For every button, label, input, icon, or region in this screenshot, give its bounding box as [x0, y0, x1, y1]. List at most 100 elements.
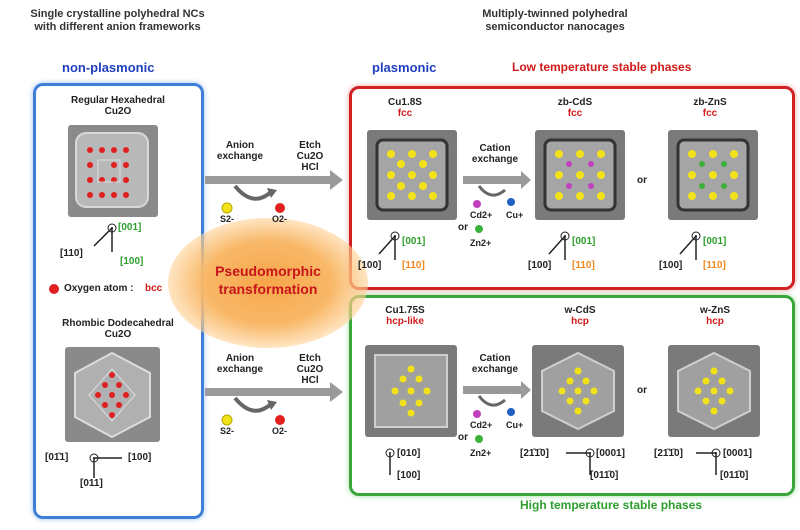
cation-arrow-top — [463, 171, 531, 208]
rd-title-line1: Rhombic Dodecahedral — [62, 318, 174, 329]
cu18s-image — [367, 130, 457, 220]
hex-axis-100: [100] — [120, 256, 144, 267]
etch-label-bottom: Etch — [299, 353, 321, 364]
wzns-phase: hcp — [706, 316, 724, 327]
right-header-line2: semiconductor nanocages — [485, 21, 625, 33]
wcds-drawing — [541, 351, 615, 431]
s2-bottom: S2- — [220, 426, 235, 436]
cd-top: Cd2+ — [470, 210, 493, 220]
zbzns-phase: fcc — [702, 108, 718, 119]
cu18s-drawing — [375, 138, 449, 212]
cu18s-label: Cu1.8S fcc — [370, 97, 440, 119]
pseudomorphic-line2: transformation — [218, 281, 318, 297]
wzns-axis-0001: [0001] — [723, 448, 752, 459]
cu18s-axes — [378, 231, 400, 260]
cu175s-axis-100: [100] — [397, 470, 421, 481]
zn-bottom-icon — [475, 435, 483, 443]
wcds-axis-0001: [0001] — [596, 448, 625, 459]
anion-label-bottom: Anion — [225, 353, 255, 364]
cu18s-axis-110: [110] — [402, 260, 425, 271]
low-temp-panel — [349, 86, 795, 290]
zbcds-formula: zb-CdS — [557, 97, 593, 108]
zbcds-label: zb-CdS fcc — [540, 97, 610, 119]
rd-cu2o-drawing — [74, 351, 151, 439]
hex-title-line1: Regular Hexahedral — [71, 95, 165, 106]
wzns-axis-2m1m10: [21̄1̄0] — [654, 448, 683, 459]
wzns-axis-01m10: [011̄0] — [720, 470, 749, 481]
zn-top: Zn2+ — [470, 238, 492, 248]
left-header-line2: with different anion frameworks — [34, 21, 201, 33]
hcl-label-bottom: HCl — [301, 375, 319, 386]
wzns-drawing — [677, 351, 751, 431]
zbzns-axis-110: [110] — [703, 260, 726, 271]
zbcds-image — [535, 130, 625, 220]
zbzns-label: zb-ZnS fcc — [675, 97, 745, 119]
left-header-line1: Single crystalline polyhedral NCs — [30, 8, 205, 20]
cation-exchange-bottom: Cation exchange — [460, 353, 530, 375]
low-temp-label: Low temperature stable phases — [512, 60, 692, 74]
zn-top-icon — [475, 225, 483, 233]
o2-top: O2- — [272, 214, 288, 224]
or-top-b: or — [637, 175, 647, 186]
hex-axis-001: [001] — [118, 222, 142, 233]
zbcds-axes — [548, 231, 570, 260]
anion-exchange-bottom: Anion exchange — [205, 353, 275, 375]
cu175s-phase: hcp-like — [386, 316, 424, 327]
cu175s-label: Cu1.75S hcp-like — [365, 305, 445, 327]
zbzns-formula: zb-ZnS — [693, 97, 727, 108]
exchange-label-bottom: exchange — [216, 364, 264, 375]
oxygen-legend-label: Oxygen atom : — [64, 283, 134, 294]
zbzns-drawing — [676, 138, 750, 212]
o2-bottom: O2- — [272, 426, 288, 436]
zn-bottom: Zn2+ — [470, 448, 492, 458]
zbzns-axes — [679, 231, 701, 260]
or-top-a: or — [458, 222, 468, 233]
zbcds-axis-001: [001] — [572, 236, 596, 247]
zbzns-axis-001: [001] — [703, 236, 727, 247]
cu2o-label-bottom: Cu2O — [296, 364, 324, 375]
cd-bottom: Cd2+ — [470, 420, 493, 430]
wzns-image — [668, 345, 760, 437]
hcl-label-top: HCl — [301, 162, 319, 173]
cu2o-label-top: Cu2O — [296, 151, 324, 162]
zbzns-image — [668, 130, 758, 220]
cu-bottom: Cu+ — [506, 420, 524, 430]
non-plasmonic-label: non-plasmonic — [62, 60, 155, 75]
cu175s-drawing — [374, 354, 448, 428]
zbzns-axis-100: [100] — [659, 260, 683, 271]
rd-axis-011: [011] — [80, 478, 103, 489]
cu175s-axis-010: [010] — [397, 448, 421, 459]
cation-exchange-label-bottom: exchange — [471, 364, 519, 375]
high-temp-panel — [349, 295, 795, 496]
anion-label-top: Anion — [225, 140, 255, 151]
etch-bottom: Etch Cu2O HCl — [285, 353, 335, 386]
or-bottom-b: or — [637, 385, 647, 396]
cation-exchange-top: Cation exchange — [460, 143, 530, 165]
cation-arrow-bottom — [463, 381, 531, 418]
hex-title: Regular Hexahedral Cu2O — [48, 95, 188, 117]
high-temp-label: High temperature stable phases — [520, 498, 703, 512]
rd-axes-arrows — [89, 453, 122, 478]
rd-axis-0m11: [01̄1] — [45, 452, 69, 463]
etch-top: Etch Cu2O HCl — [285, 140, 335, 173]
cu-top: Cu+ — [506, 210, 524, 220]
oxygen-atom-icon — [49, 284, 59, 294]
cu18s-axis-001: [001] — [402, 236, 426, 247]
anion-exchange-top: Anion exchange — [205, 140, 275, 162]
cu175s-image — [365, 345, 457, 437]
pseudomorphic-glow — [168, 218, 368, 348]
cu175s-axes — [385, 448, 395, 475]
wcds-image — [532, 345, 624, 437]
wzns-label: w-ZnS hcp — [680, 305, 750, 327]
wcds-axes — [566, 448, 595, 475]
exchange-label-top: exchange — [216, 151, 264, 162]
right-header: Multiply-twinned polyhedral semiconducto… — [440, 8, 670, 34]
zbcds-drawing — [543, 138, 617, 212]
etch-label-top: Etch — [299, 140, 321, 151]
hex-axis-110: [110] — [60, 248, 83, 259]
zbcds-axis-110: [110] — [572, 260, 595, 271]
wcds-phase: hcp — [571, 316, 589, 327]
s2-top: S2- — [220, 214, 235, 224]
wzns-axes — [696, 448, 721, 475]
or-bottom-a: or — [458, 432, 468, 443]
